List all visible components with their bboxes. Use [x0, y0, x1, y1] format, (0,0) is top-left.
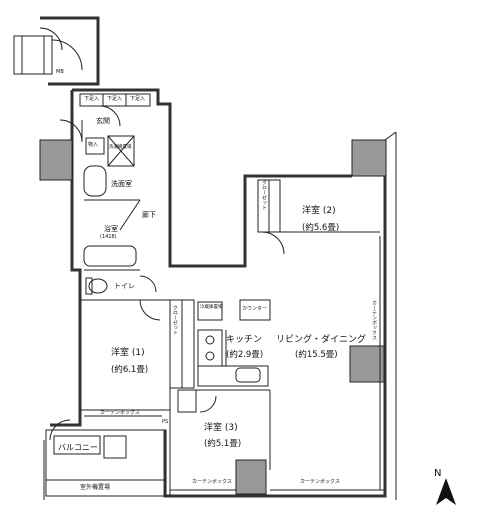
shoe-boxes [59, 93, 151, 143]
label-curtain-box-right: カーテンボックス [371, 300, 377, 340]
label-western2: 洋室 (2) [302, 206, 336, 216]
label-mb: MB [56, 69, 64, 75]
mb-box [13, 27, 83, 75]
label-shoe-box-2: 下足入 [107, 96, 123, 102]
label-fridge: 冷蔵庫置場 [200, 305, 223, 310]
label-western3-area: (約5.1畳) [204, 439, 242, 449]
label-storage: 物入 [88, 142, 99, 148]
label-closet-w2: クローゼット [261, 180, 267, 210]
kitchen-counter [197, 301, 269, 387]
label-counter: カウンター [242, 306, 268, 312]
label-curtain-box-ld: カーテンボックス [300, 479, 340, 485]
label-western3: 洋室 (3) [204, 423, 238, 433]
storage-laundry [85, 135, 135, 167]
label-washroom: 洗面室 [111, 180, 132, 188]
counter-box [239, 299, 271, 321]
living-windows [39, 131, 397, 500]
label-curtain-box-w1: カーテンボックス [100, 410, 140, 416]
label-western1-area: (約6.1畳) [111, 365, 149, 375]
label-bath-size: (1418) [100, 234, 117, 240]
label-toilet: トイレ [114, 282, 135, 290]
washroom-fixtures [83, 165, 141, 231]
label-bath: 浴室 [104, 225, 118, 233]
bath-unit [83, 245, 140, 271]
label-closet-w1: クローゼット [172, 305, 178, 335]
label-corridor: 廊下 [142, 211, 156, 219]
western3-walls [169, 389, 271, 496]
label-western2-area: (約5.6畳) [302, 223, 340, 233]
label-balcony: バルコニー [58, 443, 98, 452]
label-living: リビング・ダイニング [276, 335, 367, 345]
label-laundry-space: 洗濯機置場 [109, 145, 132, 150]
label-ps: PS [162, 419, 169, 425]
label-living-area: (約15.5畳) [295, 350, 338, 360]
label-kitchen-area: (約2.9畳) [226, 350, 264, 360]
closets [169, 179, 380, 413]
label-aircon-outdoor: 室外機置場 [80, 484, 111, 491]
compass-label: N [434, 468, 442, 479]
label-curtain-box-w3: カーテンボックス [192, 479, 232, 485]
label-western1: 洋室 (1) [111, 348, 145, 358]
balcony-area [43, 419, 167, 500]
label-shoe-box-1: 下足入 [84, 96, 100, 102]
label-kitchen: キッチン [226, 335, 263, 345]
label-shoe-box-3: 下足入 [130, 96, 146, 102]
compass [436, 478, 456, 505]
label-genkan: 玄関 [96, 117, 110, 125]
